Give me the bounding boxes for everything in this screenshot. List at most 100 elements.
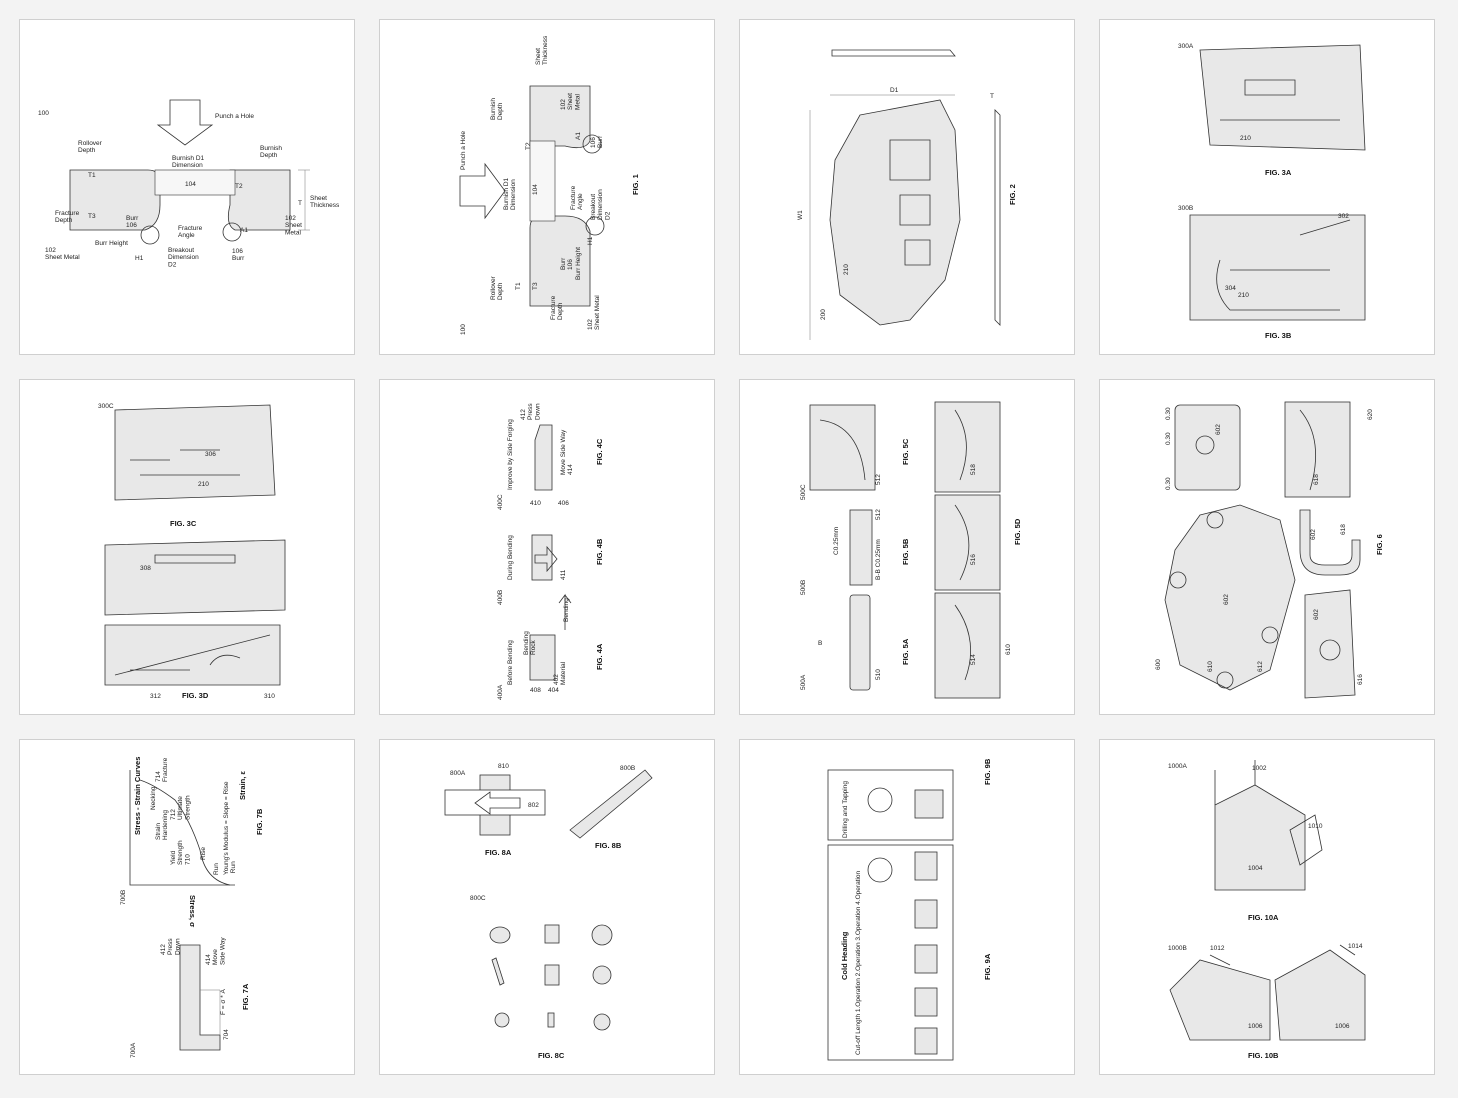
w1-label: W1 [797,210,804,220]
ref-210b: 210 [1238,292,1249,299]
fig4a-group: Bending BendingRock 402Material Before B… [497,593,604,700]
fig4a-material [529,634,556,681]
d1-label: D1 [890,87,899,94]
edge-curve [1299,409,1316,491]
ref-510: 510 [875,669,882,680]
fracture-depth-label: FractureDepth [550,295,564,320]
stress-strain-curve [139,779,231,886]
bracket-boss [1319,639,1341,661]
fig-4a-label: FIG. 4A [595,643,604,670]
operations-label: Cut-off Length 1.Operation 2.Operation 3… [855,870,862,1055]
figure-tile-fig10[interactable]: 1000A 1002 1010 1004 FIG. 10A 1000B 1012… [1099,739,1435,1075]
fig10a-detail [1214,760,1323,866]
dim-030-a: 0.30 [1165,407,1172,420]
figure-tile-fig3ab[interactable]: 300A 210 FIG. 3A 300B 302 304 210 FIG. 3… [1099,19,1435,355]
chart-title: Stress - Strain Curves [133,757,142,835]
figure-tile-fig6[interactable]: 0.30 0.30 0.30 602 620 618 602 600 610 6… [1099,379,1435,715]
fig-3a-label: FIG. 3A [1265,168,1292,177]
thickness-dimension [298,169,310,231]
ref-300b: 300B [1178,205,1193,212]
ref-516: 516 [970,554,977,565]
ref-1006a: 1006 [1248,1023,1263,1030]
fig-5d-label: FIG. 5D [1013,518,1022,545]
op-2 [914,944,938,974]
sheet-metal-b-label: 102Sheet Metal [587,295,601,330]
bending-rock-label: BendingRock [523,631,537,655]
fastener-3 [591,924,613,946]
fastener-4 [491,957,505,986]
figure-tile-fig2[interactable]: D1 W1 T 200 210 FIG. 2 [739,19,1075,355]
figure-tile-fig4[interactable]: Bending BendingRock 402Material Before B… [379,379,715,715]
fig-5b-label: FIG. 5B [901,538,910,565]
fig5a-view [849,594,871,691]
ref-610: 610 [1207,661,1214,672]
bb-label: B-B C0.25mm [875,539,882,580]
ref-210: 210 [198,481,209,488]
ref-1010: 1010 [1308,823,1323,830]
ref-306: 306 [205,451,216,458]
figure-tile-fig3cd[interactable]: 300C 306 210 FIG. 3C 308 312 FIG. 3D 310 [19,379,355,715]
fig4c-material [534,424,553,491]
breakout-label: BreakoutDimensionD2 [590,189,611,220]
t-label: T [298,200,302,207]
ultimate-label: 712UltimateStrength [170,795,191,820]
fracture-label: 714Fracture [155,757,169,782]
boss-1 [1206,511,1224,529]
h1-label: H1 [135,255,144,262]
ref-800a: 800A [450,770,466,777]
rise-label: Rise [200,847,207,860]
dim-030-c: 0.30 [1165,477,1172,490]
figure-tile-fig7[interactable]: Stress - Strain Curves Stress, σ Strain,… [19,739,355,1075]
burr-height-label: Burr Height [95,240,128,247]
move-side-label: 414MoveSide Way [205,937,226,965]
fastener-5 [544,964,560,986]
fastener-6 [592,965,612,985]
ref-610: 610 [1005,644,1012,655]
figure-tile-fig1[interactable]: Punch a Hole SheetThickness 102SheetMeta… [379,19,715,355]
fig5d-curves [954,409,971,681]
burr-106-label: Burr106 [560,257,574,270]
ref-1006b: 1006 [1335,1023,1350,1030]
burnish-dim-label: Burnish D1Dimension [503,177,517,210]
ref-400a: 400A [497,684,504,700]
op-cutoff [914,1027,938,1055]
op-4 [914,851,938,881]
strain-hardening-label: StrainHardening [155,810,169,840]
ref-210a: 210 [1240,135,1251,142]
fig5d-view-1 [934,401,1001,493]
ref-514: 514 [970,654,977,665]
fastener-2 [544,924,560,944]
before-label: Before Bending [507,640,514,685]
figure-tile-fig9[interactable]: Drilling and Tapping FIG. 9B Cold Headin… [739,739,1075,1075]
fastener-8 [547,1012,555,1028]
fig4-drawing: Bending BendingRock 402Material Before B… [497,403,604,700]
ref-302: 302 [1338,213,1349,220]
figure-tile-fig8[interactable]: 800A 810 802 FIG. 8A 800B FIG. 8B 800C F… [379,739,715,1075]
ref-500b: 500B [800,580,807,595]
fig-9a-label: FIG. 9A [983,953,992,980]
a1-label: A1 [240,227,248,234]
fig10a-block [1214,784,1306,891]
ref-618b: 618 [1340,524,1347,535]
necking-label: Necking [150,786,157,810]
fig3b-detail [1216,219,1351,311]
fig3c-part [114,404,276,501]
bending-arrow [558,593,572,630]
ref-602b: 602 [1223,594,1230,605]
ref-300a: 300A [1178,43,1194,50]
fig-10b-label: FIG. 10B [1248,1051,1279,1060]
ref-800b: 800B [620,765,635,772]
op-top-view [867,857,893,883]
figure-tile-fig5[interactable]: 500C 512 FIG. 5C C0.25mm B-B C0.25mm 512… [739,379,1075,715]
fig3d-detail [114,634,271,676]
fig6-drawing: 0.30 0.30 0.30 602 620 618 602 600 610 6… [1155,401,1384,699]
fig8-drawing: 800A 810 802 FIG. 8A 800B FIG. 8B 800C F… [444,763,653,1060]
fig5d-view-3 [934,592,1001,699]
fig9b-tapped [914,789,944,819]
boss-4 [1261,626,1279,644]
part-104-label: 104 [532,184,539,195]
